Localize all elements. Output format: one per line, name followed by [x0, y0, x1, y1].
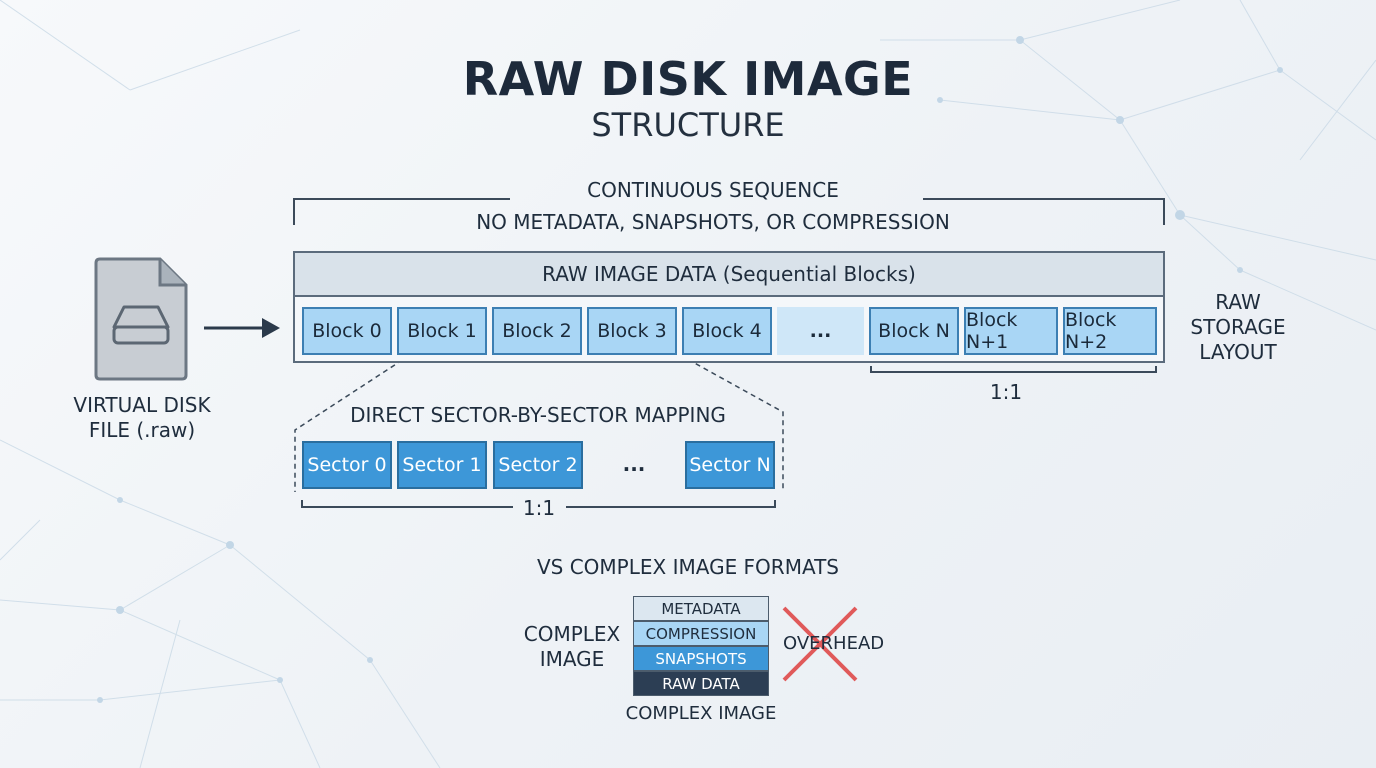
overhead-label: OVERHEAD [783, 633, 885, 654]
layer-compression: COMPRESSION [633, 621, 769, 646]
cross-icon [782, 606, 858, 682]
file-label-ext: FILE (.raw) [88, 418, 196, 442]
sector-1: Sector 1 [397, 441, 487, 489]
complex-image-caption: COMPLEX IMAGE [625, 703, 777, 724]
layer-metadata: METADATA [633, 596, 769, 621]
storage-layout-label-1: RAW [1215, 290, 1261, 314]
block-2: Block 2 [492, 307, 582, 355]
block-n-plus-1: Block N+1 [964, 307, 1058, 355]
sector-ratio-label: 1:1 [522, 496, 556, 520]
block-ellipsis: ... [777, 307, 864, 355]
sector-2: Sector 2 [493, 441, 583, 489]
sequence-caption: CONTINUOUS SEQUENCE [587, 178, 839, 202]
block-4: Block 4 [682, 307, 772, 355]
mapping-label: DIRECT SECTOR-BY-SECTOR MAPPING [350, 403, 726, 427]
complex-image-side-label-2: IMAGE [539, 647, 605, 671]
block-n: Block N [869, 307, 959, 355]
block-n-plus-2: Block N+2 [1063, 307, 1157, 355]
file-label: VIRTUAL DISK [73, 393, 211, 417]
storage-layout-label-3: LAYOUT [1199, 340, 1277, 364]
sequence-note: NO METADATA, SNAPSHOTS, OR COMPRESSION [476, 210, 950, 234]
raw-image-data-header: RAW IMAGE DATA (Sequential Blocks) [295, 253, 1163, 297]
complex-image-side-label: COMPLEX [523, 622, 621, 646]
layer-raw-data: RAW DATA [633, 671, 769, 696]
block-0: Block 0 [302, 307, 392, 355]
sector-ellipsis: ... [622, 452, 646, 476]
page-subtitle: STRUCTURE [591, 106, 785, 144]
disk-file-icon [94, 257, 188, 381]
sector-n: Sector N [685, 441, 775, 489]
block-3: Block 3 [587, 307, 677, 355]
block-1: Block 1 [397, 307, 487, 355]
comparison-heading: VS COMPLEX IMAGE FORMATS [536, 555, 839, 579]
sector-0: Sector 0 [302, 441, 392, 489]
storage-layout-label-2: STORAGE [1190, 315, 1286, 339]
block-ratio-label: 1:1 [989, 380, 1023, 404]
layer-snapshots: SNAPSHOTS [633, 646, 769, 671]
page-title: RAW DISK IMAGE [462, 52, 914, 106]
